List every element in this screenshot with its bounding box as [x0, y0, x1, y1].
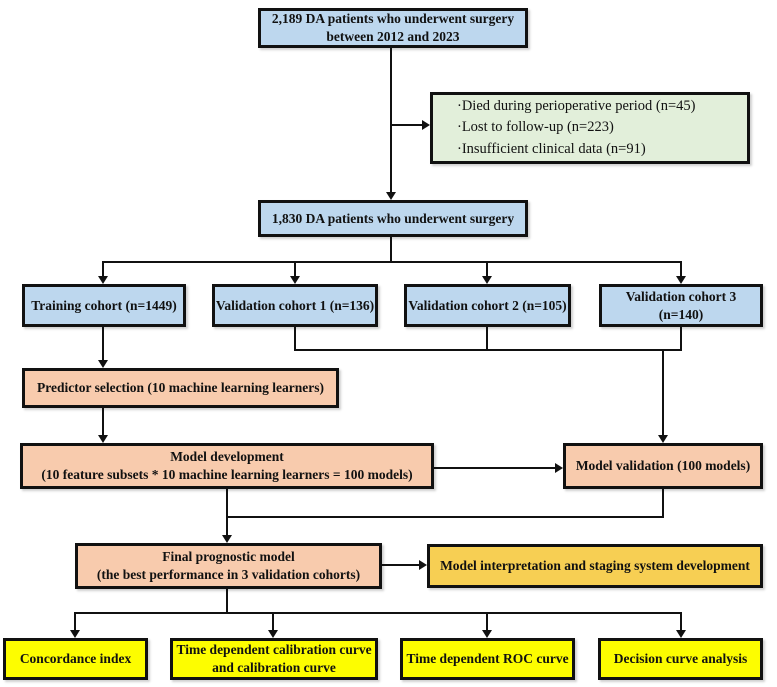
connector-merge-rail	[226, 516, 664, 518]
connector-final-interpretation	[382, 564, 419, 566]
connector-drop-val1	[294, 261, 296, 277]
arrowhead-down-icon	[70, 630, 80, 638]
node-predictor-label: Predictor selection (10 machine learning…	[36, 380, 325, 396]
node-model-development: Model development (10 feature subsets * …	[20, 443, 434, 489]
node-validation-cohort-3: Validation cohort 3 (n=140)	[599, 284, 763, 327]
node-model-validation-label: Model validation (100 models)	[575, 458, 751, 474]
node-initial-line2: between 2012 and 2023	[326, 29, 460, 44]
arrowhead-down-icon	[98, 435, 108, 443]
arrowhead-down-icon	[222, 535, 232, 543]
arrowhead-down-icon	[268, 630, 278, 638]
node-validation-cohort-2: Validation cohort 2 (n=105)	[404, 284, 571, 327]
node-training-cohort: Training cohort (n=1449)	[22, 284, 186, 327]
connector-included-stem	[390, 237, 392, 263]
connector-drop-decision	[680, 612, 682, 631]
node-decision-curve: Decision curve analysis	[598, 638, 763, 680]
exclusion-item: ·Lost to follow-up (n=223)	[457, 119, 614, 136]
connector-drop-calibration	[272, 612, 274, 631]
connector-drop-concordance	[74, 612, 76, 631]
arrowhead-down-icon	[676, 630, 686, 638]
connector-drop-val3	[680, 261, 682, 277]
node-calibration-line2: and calibration curve	[212, 660, 336, 675]
node-decision-label: Decision curve analysis	[613, 651, 748, 667]
arrowhead-down-icon	[482, 630, 492, 638]
node-training-label: Training cohort (n=1449)	[31, 297, 177, 313]
connector-rail-modelvalidation	[662, 349, 664, 436]
node-concordance-index: Concordance index	[3, 638, 148, 680]
node-final-line2: (the best performance in 3 validation co…	[96, 567, 361, 582]
node-validation1-label: Validation cohort 1 (n=136)	[215, 297, 375, 313]
connector-validation-rail	[294, 349, 682, 351]
node-development-line2: (10 feature subsets * 10 machine learnin…	[41, 467, 413, 482]
connector-development-modelvalidation	[434, 467, 555, 469]
node-initial-line1: 2,189 DA patients who underwent surgery	[271, 11, 515, 27]
connector-initial-included	[390, 48, 392, 194]
node-roc-curve: Time dependent ROC curve	[400, 638, 575, 680]
connector-evaluation-rail	[75, 612, 682, 614]
connector-val2-rail	[486, 327, 488, 351]
connector-predictor-development	[102, 408, 104, 436]
connector-drop-training	[102, 261, 104, 277]
connector-drop-roc	[486, 612, 488, 631]
connector-val1-rail	[294, 327, 296, 351]
arrowhead-right-icon	[419, 560, 427, 570]
arrowhead-down-icon	[98, 360, 108, 368]
connector-modelvalidation-stem	[662, 489, 664, 518]
connector-drop-val2	[486, 261, 488, 277]
arrowhead-down-icon	[386, 192, 396, 200]
node-calibration-line1: Time dependent calibration curve	[176, 642, 372, 658]
node-final-line1: Final prognostic model	[162, 549, 295, 565]
arrowhead-right-icon	[422, 120, 430, 130]
arrowhead-down-icon	[658, 435, 668, 443]
node-included-patients: 1,830 DA patients who underwent surgery	[258, 200, 528, 237]
node-predictor-selection: Predictor selection (10 machine learning…	[22, 368, 339, 408]
node-calibration-curve: Time dependent calibration curve and cal…	[170, 638, 378, 680]
arrowhead-down-icon	[290, 276, 300, 284]
node-validation-cohort-1: Validation cohort 1 (n=136)	[212, 284, 378, 327]
exclusion-item: ·Insufficient clinical data (n=91)	[457, 140, 646, 157]
node-model-validation: Model validation (100 models)	[563, 443, 763, 489]
node-validation3-label: Validation cohort 3 (n=140)	[625, 288, 737, 322]
node-included-label: 1,830 DA patients who underwent surgery	[271, 210, 515, 226]
node-initial-patients: 2,189 DA patients who underwent surgery …	[258, 8, 528, 48]
node-concordance-label: Concordance index	[19, 651, 132, 667]
node-development-line1: Model development	[170, 449, 284, 465]
connector-training-predictor	[102, 327, 104, 361]
node-validation2-label: Validation cohort 2 (n=105)	[408, 297, 567, 313]
arrowhead-down-icon	[482, 276, 492, 284]
connector-cohort-rail	[103, 261, 682, 263]
arrowhead-down-icon	[676, 276, 686, 284]
node-exclusions: ·Died during perioperative period (n=45)…	[430, 92, 750, 164]
connector-val3-rail	[680, 327, 682, 351]
node-roc-label: Time dependent ROC curve	[406, 651, 569, 667]
node-model-interpretation: Model interpretation and staging system …	[427, 544, 763, 588]
connector-to-exclusions	[391, 124, 422, 126]
exclusion-item: ·Died during perioperative period (n=45)	[457, 98, 696, 115]
node-final-model: Final prognostic model (the best perform…	[75, 543, 382, 589]
arrowhead-down-icon	[98, 276, 108, 284]
connector-final-stem	[226, 589, 228, 614]
arrowhead-right-icon	[555, 463, 563, 473]
node-interpretation-label: Model interpretation and staging system …	[440, 558, 750, 574]
connector-development-final	[226, 489, 228, 536]
